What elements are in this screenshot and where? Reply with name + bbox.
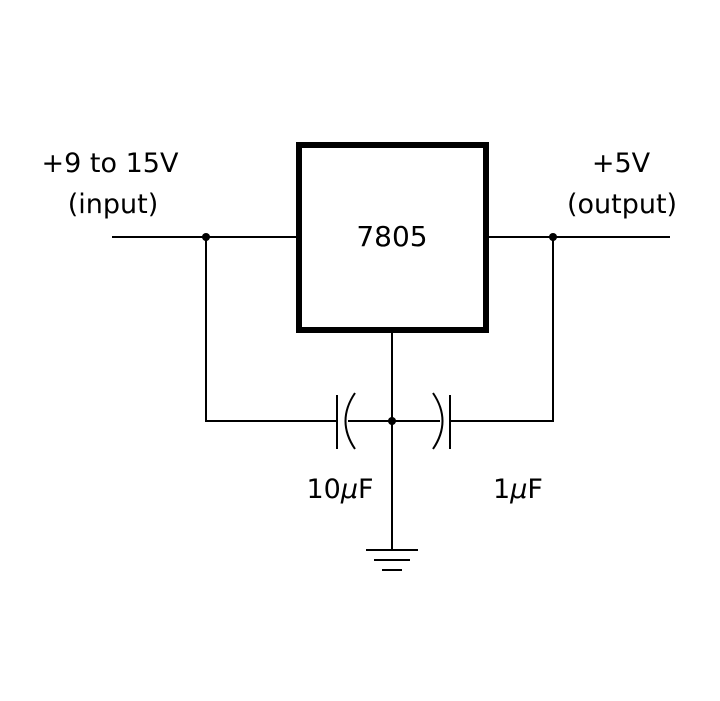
regulator-label: 7805 bbox=[356, 220, 427, 253]
capacitor-1uF-label: 1μF bbox=[493, 474, 543, 505]
capacitor-1uF bbox=[392, 392, 451, 450]
capacitor-10uF-label: 10μF bbox=[306, 474, 373, 505]
regulator-7805-box bbox=[296, 142, 489, 333]
output-label: (output) bbox=[567, 189, 677, 220]
output-voltage-label: +5V bbox=[592, 148, 651, 179]
input-cap-wire bbox=[205, 237, 337, 422]
input-voltage-label: +9 to 15V bbox=[42, 148, 179, 179]
capacitor-10uF bbox=[336, 392, 392, 450]
input-label: (input) bbox=[68, 189, 159, 220]
output-cap-wire bbox=[450, 237, 554, 422]
ground-icon bbox=[366, 549, 418, 571]
